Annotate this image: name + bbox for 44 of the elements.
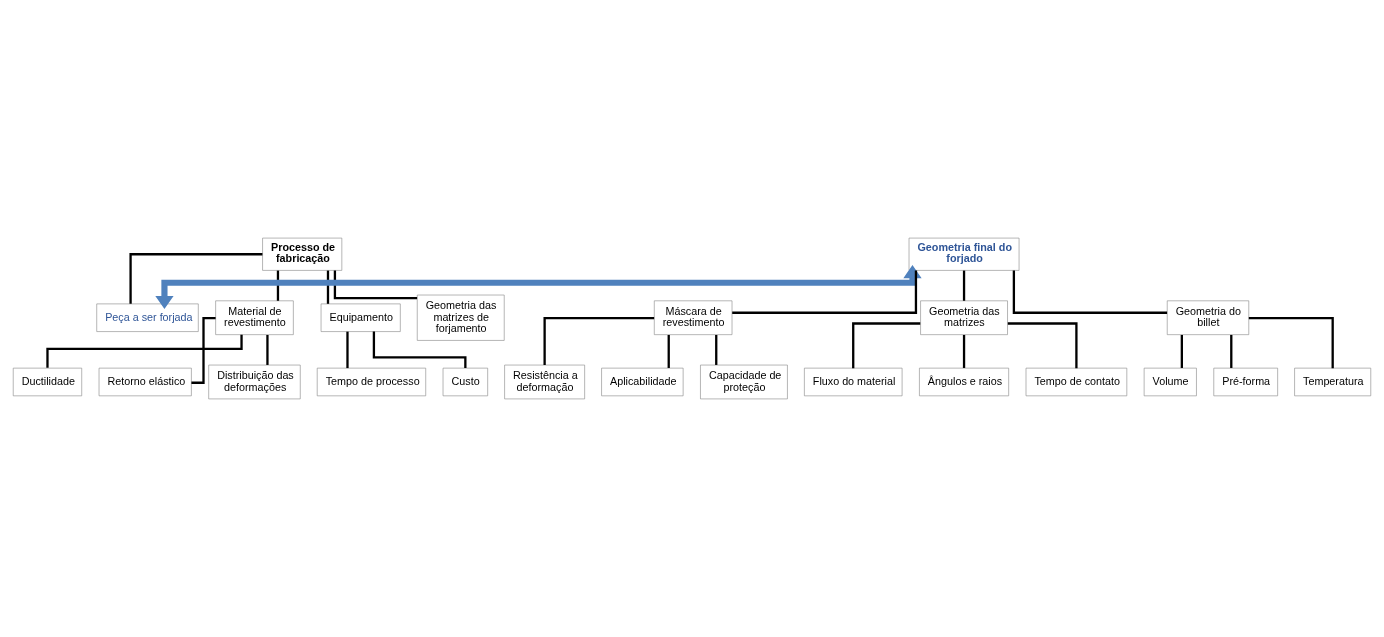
node-box: Processo de fabricação: [262, 237, 343, 271]
node-box: Volume: [1143, 367, 1197, 397]
node-box: Material de revestimento: [215, 300, 294, 335]
node-box: Tempo de processo: [316, 367, 427, 397]
connector: [732, 270, 918, 314]
connector: [852, 322, 921, 369]
node-box: Distribuição das deformações: [208, 364, 301, 400]
connector: [1230, 334, 1233, 368]
node-box: Ductilidade: [12, 367, 83, 397]
node-box: Capacidade de proteção: [700, 364, 788, 400]
connector: [372, 331, 467, 368]
node-box: Custo: [442, 367, 488, 397]
connector: [191, 316, 216, 384]
connector: [543, 316, 655, 365]
connector: [667, 334, 670, 368]
connector: [333, 270, 418, 300]
node-box: Geometria do billet: [1166, 300, 1250, 335]
node-box: Geometria das matrizes: [920, 300, 1008, 335]
connector: [346, 331, 349, 369]
node-box: Geometria final do forjado: [908, 237, 1020, 271]
node-box: Equipamento: [320, 303, 401, 332]
node-box: Temperatura: [1294, 367, 1372, 397]
connector: [326, 270, 330, 304]
arrow: [155, 265, 922, 310]
node-box: Aplicabilidade: [601, 367, 684, 397]
connector: [1012, 270, 1168, 314]
node-box: Peça a ser forjada: [96, 303, 199, 332]
connector: [715, 334, 718, 365]
node-box: Fluxo do material: [804, 367, 903, 397]
node-box: Ângulos e raios: [919, 367, 1009, 397]
connector: [1248, 316, 1334, 369]
connector: [962, 334, 966, 368]
connector: [1180, 334, 1183, 368]
node-box: Retorno elástico: [98, 367, 192, 397]
connector: [129, 253, 263, 304]
connector: [1007, 322, 1078, 369]
connector: [276, 270, 280, 301]
node-box: Máscara de revestimento: [654, 300, 733, 335]
node-box: Geometria das matrizes de forjamento: [416, 294, 505, 341]
node-box: Tempo de contato: [1025, 367, 1128, 397]
node-box: Resistência a deformação: [504, 364, 585, 400]
connector: [962, 270, 966, 301]
node-box: Pré-forma: [1213, 367, 1278, 397]
connector: [266, 334, 269, 365]
